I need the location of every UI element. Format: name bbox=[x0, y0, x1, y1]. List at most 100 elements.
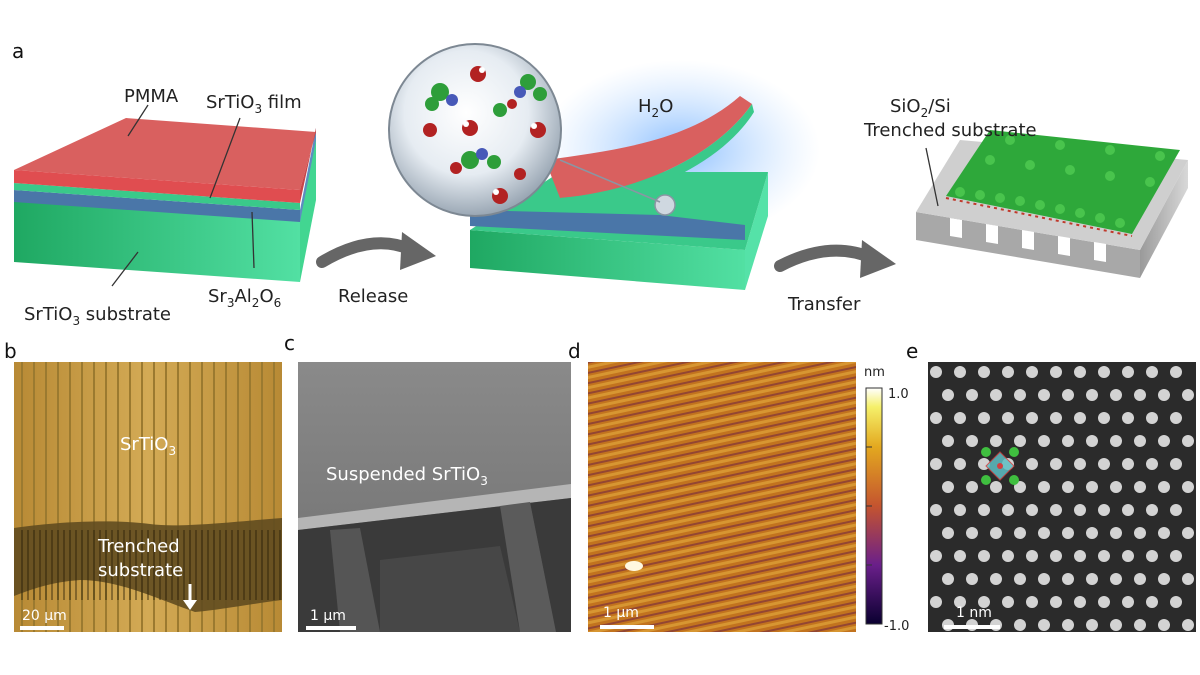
atom-column bbox=[1170, 412, 1182, 424]
pmma-side bbox=[300, 128, 316, 203]
atom-column bbox=[1122, 458, 1134, 470]
atom-column bbox=[1074, 504, 1086, 516]
haadf-image bbox=[928, 362, 1196, 632]
atom-column bbox=[1182, 619, 1194, 631]
trenched-stack bbox=[916, 130, 1188, 278]
atom-column bbox=[1134, 527, 1146, 539]
c-scale-label: 1 µm bbox=[310, 608, 346, 624]
atom-column bbox=[930, 550, 942, 562]
atom-column bbox=[1002, 504, 1014, 516]
colorbar-ticks bbox=[866, 446, 872, 566]
atom-column bbox=[1050, 596, 1062, 608]
atom-column bbox=[1098, 596, 1110, 608]
transfer-arrow bbox=[774, 244, 878, 272]
atom-column bbox=[1122, 366, 1134, 378]
transfer-label: Transfer bbox=[787, 294, 861, 315]
atom-column bbox=[1050, 412, 1062, 424]
b-scale-label: 20 µm bbox=[22, 608, 67, 624]
panel-c: c Suspended SrTiO3 1 µm bbox=[284, 331, 571, 632]
membrane bbox=[946, 130, 1180, 234]
sacrificial-side bbox=[300, 128, 316, 222]
sem-trench-wall-1 bbox=[330, 528, 380, 632]
atom-column bbox=[1158, 619, 1170, 631]
panel-label-c: c bbox=[284, 331, 295, 355]
panel-a: a PMMA SrTiO3 film Sr3Al2O6 SrTiO3 subst… bbox=[12, 39, 1188, 328]
atom-column bbox=[1062, 619, 1074, 631]
atom-column bbox=[1014, 389, 1026, 401]
atom-column bbox=[954, 596, 966, 608]
atom-column bbox=[990, 435, 1002, 447]
film-layer bbox=[14, 183, 300, 210]
trench-grooves bbox=[950, 218, 1106, 262]
afm-particle bbox=[625, 561, 643, 571]
heterostructure-stack bbox=[14, 104, 316, 287]
atom-column bbox=[966, 389, 978, 401]
atom-column bbox=[1086, 435, 1098, 447]
atom-column bbox=[1026, 458, 1038, 470]
leader-pmma bbox=[127, 104, 149, 137]
atom-column bbox=[1050, 550, 1062, 562]
atom-column bbox=[978, 412, 990, 424]
atom-column bbox=[1098, 458, 1110, 470]
atom-column bbox=[990, 481, 1002, 493]
substrate-front bbox=[14, 200, 300, 282]
atom-column bbox=[930, 504, 942, 516]
atom-column bbox=[1170, 366, 1182, 378]
panel-b: b SrTiO3 Trenched substrate 20 µm bbox=[4, 339, 282, 632]
atom-column bbox=[954, 458, 966, 470]
b-arrow-head bbox=[183, 600, 197, 610]
atom-column bbox=[1038, 573, 1050, 585]
atom-column bbox=[1110, 619, 1122, 631]
atom-column bbox=[966, 527, 978, 539]
atom-column bbox=[954, 412, 966, 424]
leader-substrate bbox=[111, 251, 139, 287]
atom-column bbox=[990, 527, 1002, 539]
atom-column bbox=[966, 573, 978, 585]
atom-column bbox=[1074, 412, 1086, 424]
atom-column bbox=[1146, 412, 1158, 424]
atom-column bbox=[1158, 435, 1170, 447]
sacrificial-layer bbox=[14, 190, 300, 222]
atom-column bbox=[1098, 412, 1110, 424]
pmma-top bbox=[14, 118, 316, 190]
atom-column bbox=[1182, 573, 1194, 585]
atom-column bbox=[1134, 573, 1146, 585]
atom-column bbox=[954, 504, 966, 516]
atom-column bbox=[1110, 481, 1122, 493]
atom-column bbox=[942, 481, 954, 493]
b-trenched-l1: Trenched bbox=[97, 536, 180, 557]
atom-column bbox=[966, 481, 978, 493]
magnifier-line bbox=[559, 159, 661, 203]
release-stack: H2O bbox=[388, 43, 820, 290]
trenched-label: Trenched substrate bbox=[863, 120, 1037, 141]
sem-membrane-edge bbox=[298, 484, 571, 530]
atom-column bbox=[978, 596, 990, 608]
atom-column bbox=[1014, 527, 1026, 539]
sem-trench-wall-2 bbox=[500, 502, 556, 632]
atom-column bbox=[1158, 389, 1170, 401]
molecule-cluster bbox=[423, 66, 547, 204]
atom-column bbox=[966, 435, 978, 447]
atom-column bbox=[978, 504, 990, 516]
peeling-pmma bbox=[545, 96, 752, 198]
atom-column bbox=[1122, 412, 1134, 424]
atom-column bbox=[1086, 619, 1098, 631]
atom-column bbox=[1182, 527, 1194, 539]
leader-film bbox=[209, 117, 241, 199]
atom-column bbox=[1026, 550, 1038, 562]
atom-column bbox=[1014, 435, 1026, 447]
atom-column bbox=[1146, 550, 1158, 562]
atom-column bbox=[1074, 550, 1086, 562]
peeling-pmma-edge bbox=[560, 104, 754, 206]
sio2-label: SiO2/Si bbox=[890, 96, 951, 120]
atom-column bbox=[1170, 458, 1182, 470]
atom-column bbox=[1134, 481, 1146, 493]
atom-column bbox=[1002, 366, 1014, 378]
substrate-label: SrTiO3 substrate bbox=[24, 304, 171, 328]
atom-column bbox=[1146, 596, 1158, 608]
trenched-stripes bbox=[21, 530, 281, 600]
panel-label-a: a bbox=[12, 39, 24, 63]
d-scale-label: 1 µm bbox=[603, 605, 639, 621]
b-trenched-l2: substrate bbox=[98, 560, 183, 581]
